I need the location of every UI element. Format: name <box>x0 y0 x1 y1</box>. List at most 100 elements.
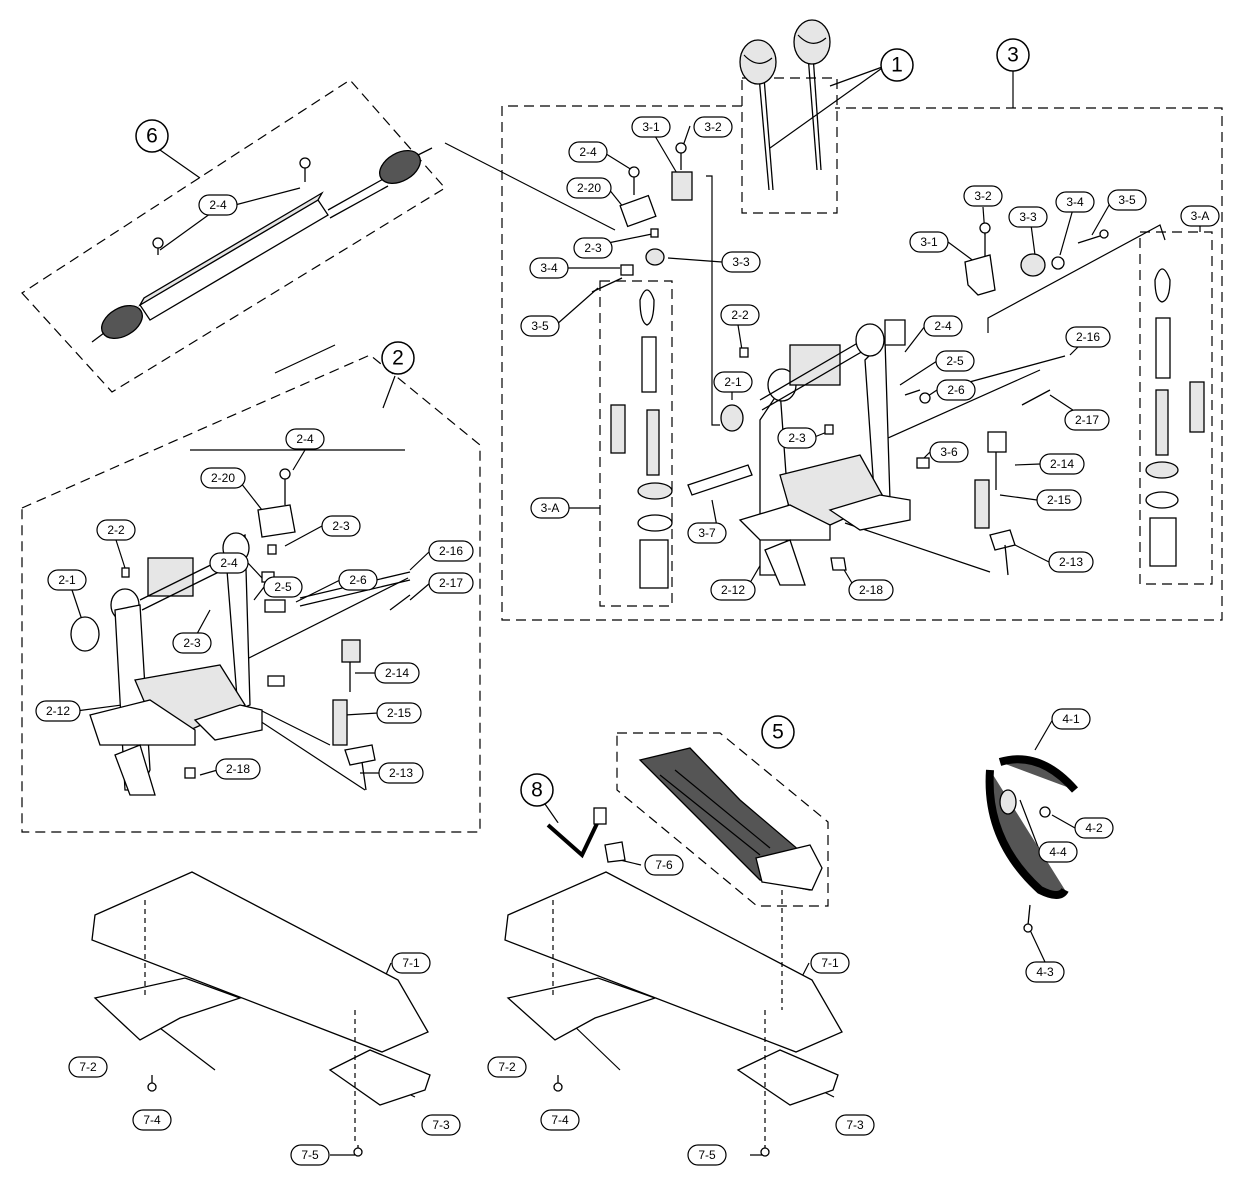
callout-2-3: 2-3 <box>573 237 613 259</box>
svg-text:2-3: 2-3 <box>584 241 602 255</box>
callout-3-2: 3-2 <box>963 185 1003 207</box>
svg-text:2-13: 2-13 <box>1059 555 1083 569</box>
svg-text:1: 1 <box>891 54 903 77</box>
svg-text:2-2: 2-2 <box>107 523 125 537</box>
callout-4-1: 4-1 <box>1051 708 1091 730</box>
callout-2-18: 2-18 <box>215 758 261 780</box>
svg-text:3-4: 3-4 <box>1066 195 1084 209</box>
leader-lines <box>71 65 1201 1156</box>
callout-3-3: 3-3 <box>1008 206 1048 228</box>
svg-text:2-13: 2-13 <box>389 766 413 780</box>
callout-3-5: 3-5 <box>1107 189 1147 211</box>
callout-2-14: 2-14 <box>1039 453 1085 475</box>
svg-text:2-17: 2-17 <box>439 576 463 590</box>
svg-text:2-18: 2-18 <box>859 583 883 597</box>
callout-4-3: 4-3 <box>1025 961 1065 983</box>
callout-3-5: 3-5 <box>520 315 560 337</box>
svg-text:3-5: 3-5 <box>1118 193 1136 207</box>
callout-2-2: 2-2 <box>96 519 136 541</box>
callout-2-6: 2-6 <box>338 569 378 591</box>
callout-7-1: 7-1 <box>391 952 431 974</box>
svg-text:2-14: 2-14 <box>385 666 409 680</box>
group-outlines <box>21 77 1223 907</box>
callout-7-3: 7-3 <box>421 1114 461 1136</box>
svg-text:2-14: 2-14 <box>1050 457 1074 471</box>
svg-text:3-3: 3-3 <box>1019 210 1037 224</box>
callout-3-A: 3-A <box>1180 205 1220 227</box>
callout-4-2: 4-2 <box>1074 817 1114 839</box>
svg-text:2-4: 2-4 <box>579 145 597 159</box>
svg-text:2-3: 2-3 <box>332 519 350 533</box>
pedal-frame-single <box>70 468 411 796</box>
callout-3-A: 3-A <box>530 497 570 519</box>
callout-3-1: 3-1 <box>631 116 671 138</box>
svg-text:2-4: 2-4 <box>296 432 314 446</box>
svg-text:2: 2 <box>392 347 404 370</box>
group-label-8: 8 <box>520 773 554 807</box>
beaters <box>739 19 831 191</box>
callout-7-5: 7-5 <box>687 1144 727 1166</box>
callout-2-12: 2-12 <box>35 700 81 722</box>
svg-text:2-16: 2-16 <box>439 544 463 558</box>
svg-text:2-1: 2-1 <box>58 573 76 587</box>
callout-7-2: 7-2 <box>487 1056 527 1078</box>
group-label-5: 5 <box>761 715 795 749</box>
callout-2-3: 2-3 <box>172 632 212 654</box>
svg-text:6: 6 <box>146 125 158 148</box>
svg-text:2-20: 2-20 <box>577 181 601 195</box>
chain <box>985 755 1079 933</box>
svg-text:7-1: 7-1 <box>402 956 420 970</box>
drum-key <box>546 807 626 863</box>
svg-text:4-2: 4-2 <box>1085 821 1103 835</box>
svg-text:2-16: 2-16 <box>1076 330 1100 344</box>
callout-2-16: 2-16 <box>428 540 474 562</box>
svg-text:3-3: 3-3 <box>732 255 750 269</box>
callout-2-4: 2-4 <box>209 552 249 574</box>
callout-3-3: 3-3 <box>721 251 761 273</box>
callout-2-15: 2-15 <box>376 702 422 724</box>
svg-text:5: 5 <box>772 721 784 744</box>
svg-text:2-1: 2-1 <box>724 375 742 389</box>
svg-text:2-17: 2-17 <box>1075 413 1099 427</box>
svg-text:7-5: 7-5 <box>698 1148 716 1162</box>
callout-7-2: 7-2 <box>68 1056 108 1078</box>
svg-text:2-6: 2-6 <box>349 573 367 587</box>
svg-text:2-12: 2-12 <box>46 704 70 718</box>
callout-2-3: 2-3 <box>777 427 817 449</box>
svg-text:7-1: 7-1 <box>821 956 839 970</box>
callout-2-5: 2-5 <box>935 350 975 372</box>
callout-2-17: 2-17 <box>428 572 474 594</box>
callout-3-4: 3-4 <box>1055 191 1095 213</box>
callout-2-4: 2-4 <box>923 315 963 337</box>
svg-text:3-2: 3-2 <box>974 189 992 203</box>
svg-text:7-6: 7-6 <box>655 858 673 872</box>
svg-text:7-2: 7-2 <box>498 1060 516 1074</box>
callout-2-15: 2-15 <box>1036 489 1082 511</box>
svg-text:2-12: 2-12 <box>721 583 745 597</box>
base-plates <box>91 871 843 1157</box>
callout-3-4: 3-4 <box>529 257 569 279</box>
svg-text:2-4: 2-4 <box>220 556 238 570</box>
callout-7-6: 7-6 <box>644 854 684 876</box>
callout-2-12: 2-12 <box>710 579 756 601</box>
svg-text:3-1: 3-1 <box>920 235 938 249</box>
svg-text:7-3: 7-3 <box>432 1118 450 1132</box>
svg-text:4-4: 4-4 <box>1049 845 1067 859</box>
svg-text:3-5: 3-5 <box>531 319 549 333</box>
callout-7-5: 7-5 <box>290 1144 330 1166</box>
callout-3-1: 3-1 <box>909 231 949 253</box>
svg-text:7-5: 7-5 <box>301 1148 319 1162</box>
svg-text:3-1: 3-1 <box>642 120 660 134</box>
callout-2-1: 2-1 <box>47 569 87 591</box>
svg-text:4-1: 4-1 <box>1062 712 1080 726</box>
svg-text:3-6: 3-6 <box>940 445 958 459</box>
small-parts-left <box>591 142 847 589</box>
callout-7-1: 7-1 <box>810 952 850 974</box>
callout-2-4: 2-4 <box>568 141 608 163</box>
group-label-2: 2 <box>381 341 415 375</box>
callout-2-17: 2-17 <box>1064 409 1110 431</box>
svg-text:3-2: 3-2 <box>704 120 722 134</box>
svg-text:2-2: 2-2 <box>731 308 749 322</box>
small-parts-right <box>904 222 1205 576</box>
svg-text:2-20: 2-20 <box>211 471 235 485</box>
